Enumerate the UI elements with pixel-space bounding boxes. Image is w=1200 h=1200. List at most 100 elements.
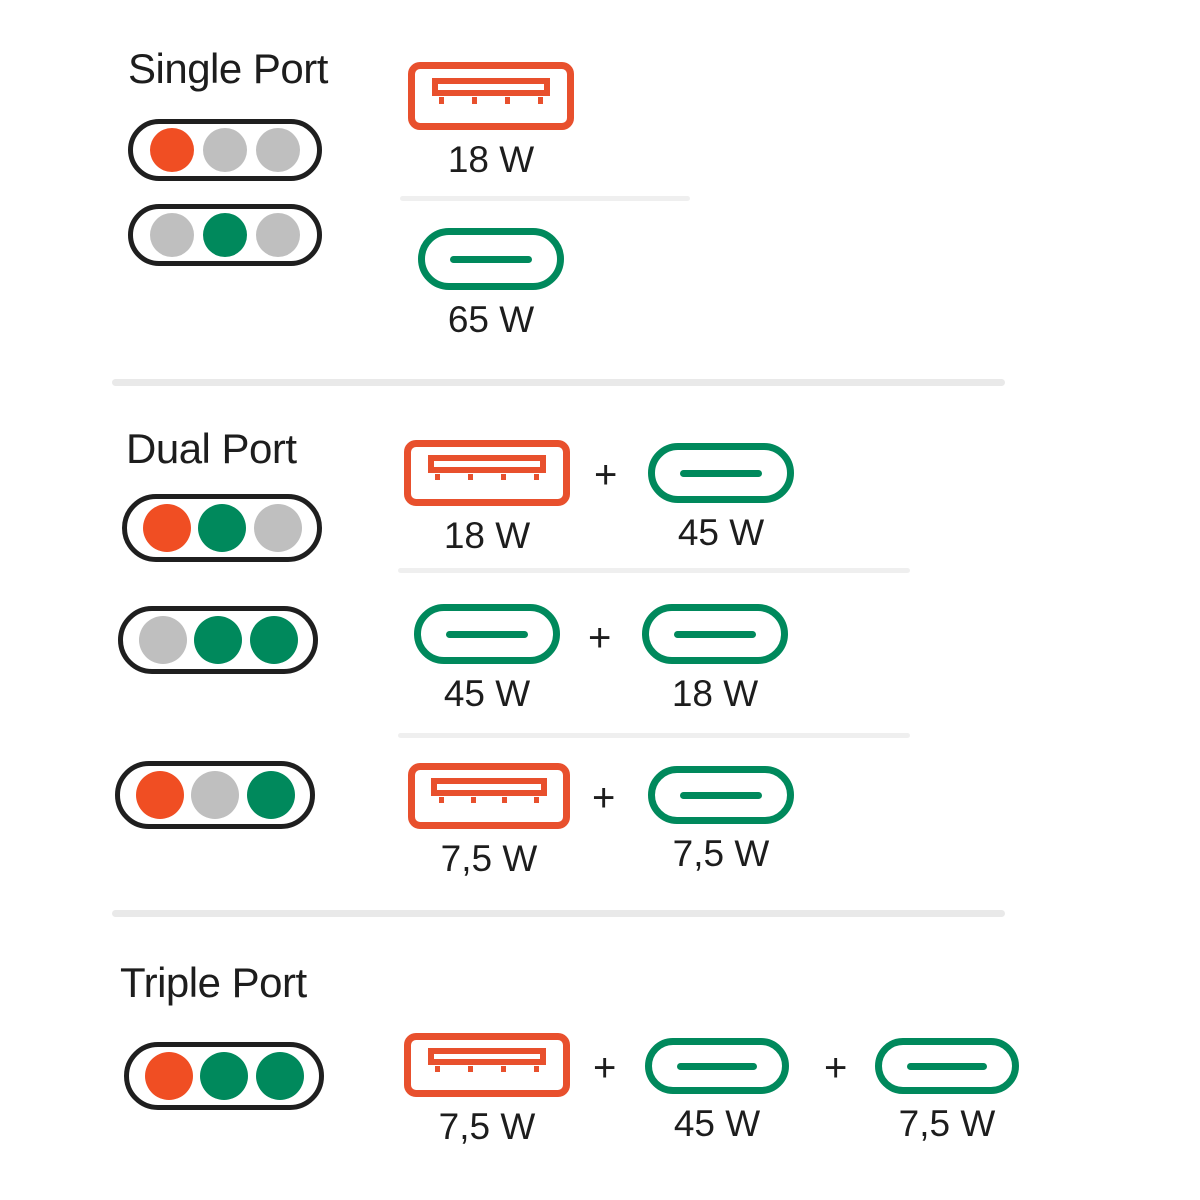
connector-block-dual-3-usb-c: 7,5 W <box>648 766 794 872</box>
port-indicator-triple-row-1 <box>124 1042 324 1110</box>
port-dot-green <box>255 1052 304 1100</box>
section-title-single-port: Single Port <box>128 45 328 92</box>
watt-label: 7,5 W <box>440 838 538 879</box>
port-indicator-dual-row-2 <box>118 606 318 674</box>
usb-a-pin <box>435 1066 441 1072</box>
divider-minor-dual-1 <box>398 568 910 573</box>
usb-a-inner-bar <box>427 455 547 473</box>
divider-major-2 <box>112 910 1005 917</box>
port-dot-inactive <box>253 504 302 552</box>
watt-label: 18 W <box>447 139 535 180</box>
port-dot-inactive <box>191 771 239 819</box>
usb-a-pin <box>534 797 540 804</box>
watt-label: 7,5 W <box>898 1103 996 1144</box>
plus-sign: + <box>594 453 618 497</box>
port-dot-inactive <box>256 128 300 172</box>
connector-block-dual-1-usb-a: 18 W <box>404 440 570 554</box>
divider-major-1 <box>112 379 1005 386</box>
port-dot-orange <box>135 771 184 819</box>
plus-sign: + <box>824 1046 848 1090</box>
usb-c-icon <box>875 1038 1019 1094</box>
usb-c-inner-bar <box>676 1062 758 1070</box>
usb-c-icon <box>648 443 794 503</box>
usb-c-icon <box>414 604 560 664</box>
plus-sign: + <box>593 1046 617 1090</box>
port-dot-inactive <box>256 213 300 257</box>
watt-label: 65 W <box>447 299 535 340</box>
plus-sign: + <box>588 616 612 660</box>
usb-a-pins <box>439 97 543 104</box>
connector-block-dual-2-usb-c-1: 45 W <box>414 604 560 712</box>
usb-a-icon <box>404 1033 570 1097</box>
port-indicator-dual-row-1 <box>122 494 322 562</box>
port-dot-green <box>203 213 247 257</box>
usb-c-icon <box>642 604 788 664</box>
usb-a-pin <box>435 474 441 481</box>
watt-label: 45 W <box>673 1103 761 1144</box>
usb-a-pin <box>533 474 539 481</box>
connector-block-single-1-usb-a: 18 W <box>408 62 574 178</box>
usb-a-inner-bar <box>431 77 551 96</box>
usb-a-pin <box>504 97 510 104</box>
port-dot-green <box>198 504 246 552</box>
usb-a-pin <box>468 1066 474 1072</box>
usb-a-pin <box>537 97 543 104</box>
port-dot-green <box>194 616 242 664</box>
usb-c-icon <box>648 766 794 824</box>
usb-c-inner-bar <box>674 630 756 638</box>
port-dot-green <box>249 616 298 664</box>
watt-label: 45 W <box>443 673 531 714</box>
port-dot-green <box>200 1052 248 1100</box>
port-indicator-single-row-1 <box>128 119 322 181</box>
usb-a-pin <box>470 797 476 804</box>
watt-label: 7,5 W <box>438 1106 536 1147</box>
usb-a-pin <box>500 1066 506 1072</box>
usb-a-pins <box>435 1066 539 1072</box>
port-indicator-dual-row-3 <box>115 761 315 829</box>
usb-c-icon <box>418 228 564 290</box>
section-title-triple-port: Triple Port <box>120 959 307 1006</box>
section-title-dual-port: Dual Port <box>126 425 297 472</box>
usb-c-inner-bar <box>906 1062 988 1070</box>
usb-c-inner-bar <box>450 255 532 263</box>
usb-a-pin <box>533 1066 539 1072</box>
connector-block-dual-3-usb-a: 7,5 W <box>408 763 570 877</box>
port-indicator-single-row-2 <box>128 204 322 266</box>
watt-label: 7,5 W <box>672 833 770 874</box>
usb-a-icon <box>408 62 574 130</box>
divider-minor-single <box>400 196 690 201</box>
plus-sign: + <box>592 776 616 820</box>
watt-label: 45 W <box>677 512 765 553</box>
watt-label: 18 W <box>443 515 531 556</box>
usb-a-pins <box>438 797 540 804</box>
connector-block-triple-usb-c-2: 7,5 W <box>875 1038 1019 1142</box>
usb-a-pin <box>438 797 444 804</box>
usb-a-pin <box>468 474 474 481</box>
connector-block-dual-1-usb-c: 45 W <box>648 443 794 551</box>
usb-a-pins <box>435 474 539 481</box>
usb-a-pin <box>439 97 445 104</box>
connector-block-triple-usb-c-1: 45 W <box>645 1038 789 1142</box>
usb-a-pin <box>472 97 478 104</box>
port-dot-orange <box>150 128 194 172</box>
port-dot-inactive <box>138 616 187 664</box>
usb-a-inner-bar <box>431 778 547 796</box>
usb-a-inner-bar <box>427 1048 547 1065</box>
usb-c-inner-bar <box>446 630 528 638</box>
watt-label: 18 W <box>671 673 759 714</box>
usb-c-icon <box>645 1038 789 1094</box>
usb-c-inner-bar <box>680 791 762 799</box>
usb-c-inner-bar <box>680 469 762 477</box>
usb-a-pin <box>502 797 508 804</box>
usb-a-pin <box>500 474 506 481</box>
usb-a-icon <box>408 763 570 829</box>
port-dot-orange <box>144 1052 193 1100</box>
port-dot-orange <box>142 504 191 552</box>
divider-minor-dual-2 <box>398 733 910 738</box>
port-dot-inactive <box>150 213 194 257</box>
port-dot-inactive <box>203 128 247 172</box>
connector-block-triple-usb-a: 7,5 W <box>404 1033 570 1145</box>
port-dot-green <box>246 771 295 819</box>
usb-a-icon <box>404 440 570 506</box>
